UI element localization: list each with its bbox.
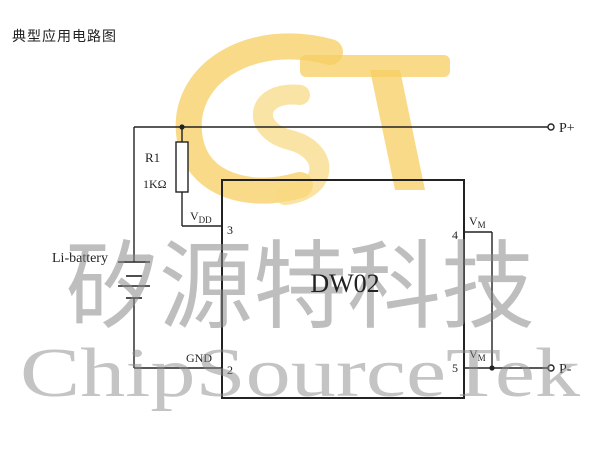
chip-body — [221, 179, 465, 399]
watermark-en-text: ChipSourceTek — [20, 335, 580, 412]
resistor-name-label: R1 — [145, 150, 160, 165]
terminal-p-minus-circle — [547, 364, 555, 372]
circuit-wires — [133, 126, 548, 369]
pin-vm4-label: VM — [469, 214, 486, 230]
pin-4-number: 4 — [452, 228, 458, 242]
pin-vdd-label: VDD — [190, 209, 212, 225]
terminal-p-plus-label: P+ — [559, 121, 575, 136]
diagram-title: 典型应用电路图 — [12, 29, 117, 45]
resistor-r1 — [175, 141, 189, 193]
chip-name-label: DW02 — [310, 269, 379, 298]
battery-label: Li-battery — [52, 251, 108, 266]
pin-2-number: 2 — [227, 363, 233, 377]
battery-symbol — [118, 261, 150, 299]
pin-5-number: 5 — [452, 361, 458, 375]
terminal-p-minus-label: P- — [559, 362, 572, 377]
terminal-p-plus-circle — [547, 123, 555, 131]
pin-gnd-label: GND — [186, 351, 212, 365]
watermark-cn-text: 矽源特科技 — [65, 234, 535, 341]
chipsourcetek-logo — [175, 33, 450, 205]
pin-3-number: 3 — [227, 223, 233, 237]
junction-dot-top — [179, 124, 185, 130]
junction-dot-bottom — [489, 365, 495, 371]
resistor-value-label: 1KΩ — [143, 177, 167, 191]
